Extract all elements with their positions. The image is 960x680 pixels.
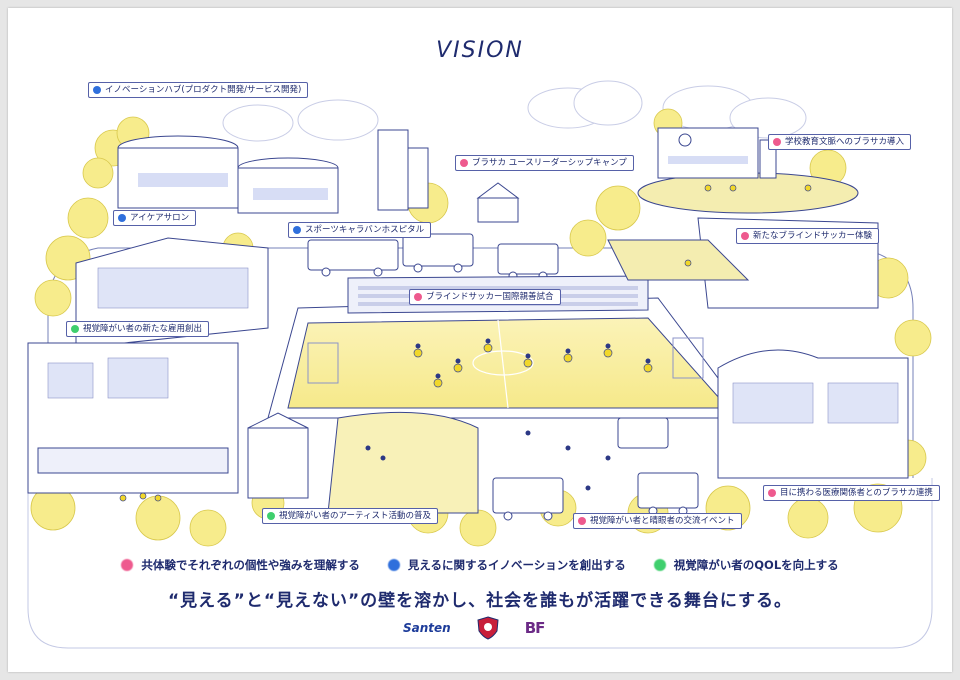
- legend-text: 共体験でそれぞれの個性や強みを理解する: [141, 558, 360, 572]
- pink-dot-icon: [578, 517, 586, 525]
- label-text: アイケアサロン: [130, 213, 190, 223]
- bf-mark: BF: [524, 619, 546, 637]
- label-text: ブラサカ ユースリーダーシップキャンプ: [472, 158, 627, 168]
- tagline: “見える”と“見えない”の壁を溶かし、社会を誰もが活躍できる舞台にする。: [167, 591, 792, 611]
- logo-row: Santen BF: [403, 616, 546, 640]
- green-dot-icon: [653, 559, 666, 571]
- label-international-match: ブラインドサッカー国際親善試合: [409, 289, 561, 305]
- pink-dot-icon: [121, 559, 134, 571]
- green-dot-icon: [71, 325, 79, 333]
- label-school-education: 学校教育文脈へのブラサカ導入: [768, 134, 912, 150]
- green-dot-icon: [267, 512, 275, 520]
- legend-text: 視覚障がい者のQOLを向上する: [673, 558, 839, 572]
- page-title: VISION: [436, 38, 524, 63]
- legend-item-pink: 共体験でそれぞれの個性や強みを理解する: [121, 557, 360, 573]
- pink-dot-icon: [773, 138, 781, 146]
- label-artist-activity: 視覚障がい者のアーティスト活動の普及: [262, 508, 438, 524]
- label-text: 視覚障がい者のアーティスト活動の普及: [279, 511, 431, 521]
- bf-foundation-logo: BF: [524, 619, 546, 637]
- label-text: 目に携わる医療関係者とのブラサカ連携: [780, 488, 933, 498]
- label-text: ブラインドサッカー国際親善試合: [426, 292, 554, 302]
- label-exchange-event: 視覚障がい者と晴眼者の交流イベント: [573, 513, 742, 529]
- blue-dot-icon: [387, 559, 400, 571]
- label-text: 新たなブラインドサッカー体験: [753, 231, 873, 241]
- label-text: 学校教育文脈へのブラサカ導入: [785, 137, 905, 147]
- label-youth-leadership: ブラサカ ユースリーダーシップキャンプ: [455, 155, 634, 171]
- label-innovation-hub: イノベーションハブ(プロダクト開発/サービス開発): [88, 82, 309, 98]
- santen-logo: Santen: [403, 621, 451, 635]
- pink-dot-icon: [768, 489, 776, 497]
- pink-dot-icon: [741, 232, 749, 240]
- label-text: スポーツキャラバンホスピタル: [305, 225, 425, 235]
- pink-dot-icon: [414, 293, 422, 301]
- legend: 共体験でそれぞれの個性や強みを理解する 見えるに関するイノベーションを創出する …: [8, 557, 952, 573]
- label-medical-collab: 目に携わる医療関係者とのブラサカ連携: [763, 485, 940, 501]
- label-employment: 視覚障がい者の新たな雇用創出: [66, 321, 210, 337]
- blue-dot-icon: [118, 214, 126, 222]
- legend-item-green: 視覚障がい者のQOLを向上する: [653, 557, 839, 573]
- label-text: イノベーションハブ(プロダクト開発/サービス開発): [105, 85, 302, 95]
- label-text: 視覚障がい者の新たな雇用創出: [83, 324, 203, 334]
- label-new-experience: 新たなブラインドサッカー体験: [736, 228, 880, 244]
- label-eyecare-salon: アイケアサロン: [113, 210, 197, 226]
- pink-dot-icon: [460, 159, 468, 167]
- legend-item-blue: 見えるに関するイノベーションを創出する: [387, 557, 626, 573]
- legend-text: 見えるに関するイノベーションを創出する: [407, 558, 626, 572]
- blue-dot-icon: [93, 86, 101, 94]
- vision-sheet: VISION: [8, 8, 952, 672]
- blue-dot-icon: [293, 226, 301, 234]
- jbfa-shield-icon: [477, 616, 499, 640]
- label-sports-caravan: スポーツキャラバンホスピタル: [288, 222, 432, 238]
- label-text: 視覚障がい者と晴眼者の交流イベント: [590, 516, 735, 526]
